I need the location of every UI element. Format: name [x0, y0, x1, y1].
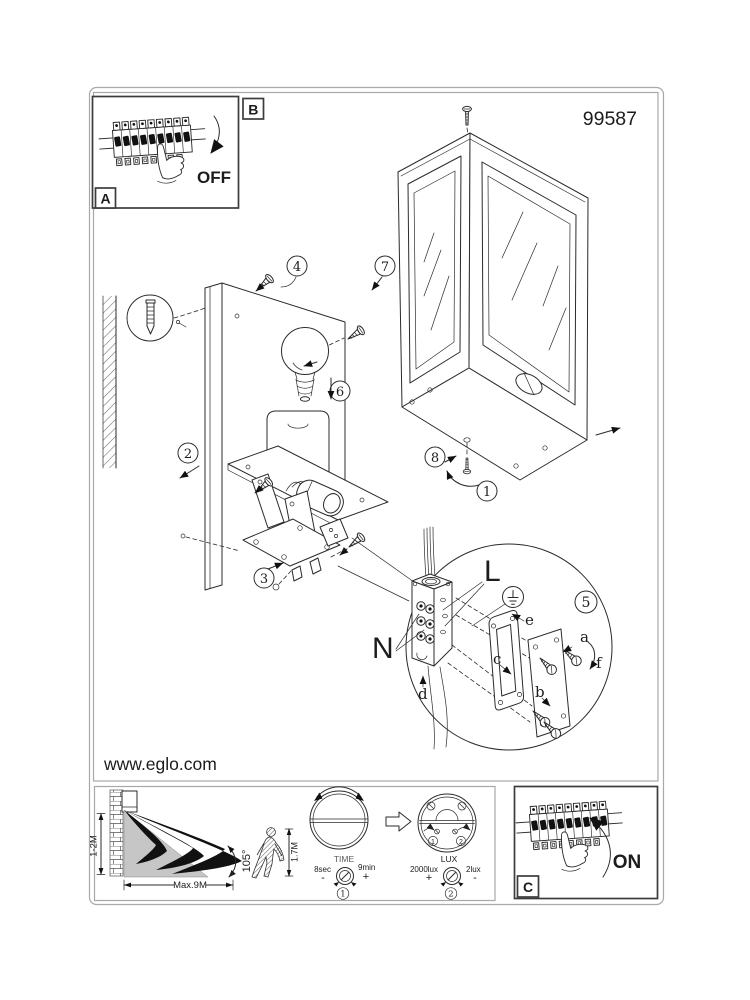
svg-text:B: B	[248, 102, 258, 118]
breaker-on-panel: ON C	[513, 785, 659, 900]
then-arrow-icon	[385, 811, 412, 832]
panel-a-label: A	[94, 187, 117, 209]
live-label: L	[484, 555, 501, 588]
page-border	[88, 86, 665, 906]
panel-c-label: C	[516, 875, 540, 898]
cover-plate	[527, 628, 571, 741]
height-dimension: 1-2M	[89, 813, 106, 875]
svg-text:LUX: LUX	[441, 854, 458, 864]
sensor-settings-panel: 1-2M Max.9M 105° 1.7M	[89, 785, 496, 902]
socket-housing	[266, 410, 330, 499]
part-e-label: e	[525, 611, 534, 629]
step-7-badge: 7	[371, 255, 396, 291]
wall-section	[102, 295, 117, 469]
svg-text:-: -	[321, 872, 325, 884]
svg-text:2: 2	[448, 890, 453, 900]
svg-text:2lux: 2lux	[466, 865, 481, 874]
off-direction-arrow	[210, 115, 224, 154]
beam-inner	[124, 810, 167, 864]
svg-text:+: +	[426, 872, 432, 884]
step-badges: 7 4 6 2 3 8 1	[177, 255, 498, 589]
svg-text:4: 4	[293, 260, 301, 275]
svg-text:1.7M: 1.7M	[290, 842, 300, 862]
screw-arrow	[255, 283, 265, 292]
svg-text:2000lux: 2000lux	[410, 865, 438, 874]
step-6-badge: 6	[327, 377, 351, 402]
svg-text:7: 7	[381, 260, 389, 275]
step-8-badge: 8	[424, 446, 457, 468]
step-2-badge: 2	[177, 442, 200, 479]
svg-text:9min: 9min	[358, 863, 375, 872]
svg-text:5: 5	[582, 595, 591, 611]
part-a-label: a	[580, 628, 589, 646]
model-number: 99587	[583, 108, 637, 130]
lux-adjustment: LUX 2000lux + 2lux - 2	[410, 854, 481, 900]
remove-direction-arrow	[595, 426, 621, 436]
step-3-badge: 3	[253, 562, 284, 589]
svg-text:3: 3	[260, 572, 268, 587]
website-text: www.eglo.com	[103, 754, 217, 774]
svg-text:1-2M: 1-2M	[89, 835, 100, 857]
main-panel-border	[92, 91, 659, 782]
off-label: OFF	[197, 168, 231, 187]
angle-annotation: 105°	[227, 845, 253, 878]
part-c-label: c	[493, 650, 501, 668]
person-figure	[251, 827, 285, 879]
svg-text:TIME: TIME	[334, 854, 355, 864]
detail-leader-lines	[337, 537, 415, 602]
wall-lamp-icon	[121, 790, 138, 813]
screw-arrow	[562, 644, 573, 653]
svg-text:1: 1	[340, 890, 345, 900]
time-adjustment: TIME 8sec - 9min + 1	[314, 854, 375, 900]
svg-text:-: -	[473, 872, 477, 884]
beam-outer	[124, 810, 242, 874]
detection-range-diagram: 1-2M Max.9M 105° 1.7M	[89, 789, 300, 891]
svg-text:C: C	[523, 879, 533, 895]
light-bulb	[281, 327, 329, 402]
part-d-label: d	[418, 685, 428, 703]
sensor-head-front	[309, 786, 369, 850]
rotate-arrow-f	[587, 641, 598, 670]
exploded-view: L N	[102, 105, 621, 751]
step-5-badge: 5	[574, 590, 598, 614]
lamp-housing	[397, 105, 621, 481]
step-4-badge: 4	[280, 255, 308, 288]
step-1-badge: 1	[446, 470, 498, 502]
terminal-block	[411, 526, 453, 750]
svg-text:2: 2	[459, 839, 463, 846]
reach-dimension: Max.9M	[123, 879, 234, 891]
part-b-label: b	[535, 683, 545, 701]
neutral-label: N	[372, 632, 394, 665]
wiring-detail: L N	[372, 526, 613, 751]
svg-text:2: 2	[184, 447, 192, 462]
svg-text:1: 1	[483, 485, 491, 500]
on-direction-arrow	[589, 817, 611, 878]
svg-text:105°: 105°	[241, 850, 253, 873]
gasket-frame	[488, 609, 525, 711]
on-label: ON	[613, 852, 642, 873]
earth-symbol-icon	[471, 586, 524, 627]
svg-text:1: 1	[431, 839, 435, 846]
sensor-head-rear: 1 2	[417, 793, 477, 853]
svg-text:Max.9M: Max.9M	[173, 880, 207, 891]
sensor-assembly	[227, 445, 389, 591]
svg-text:+: +	[363, 871, 369, 883]
screw-arrow	[339, 547, 349, 556]
svg-text:8: 8	[431, 451, 439, 466]
panel-b-label: B	[242, 97, 265, 120]
svg-text:8sec: 8sec	[314, 865, 331, 874]
breaker-off-panel: OFF A	[91, 95, 240, 209]
part-f-label: f	[596, 654, 603, 672]
svg-text:6: 6	[336, 385, 344, 400]
person-height-dimension: 1.7M	[284, 828, 300, 877]
svg-text:A: A	[100, 191, 110, 207]
screw-arrow	[254, 485, 264, 494]
